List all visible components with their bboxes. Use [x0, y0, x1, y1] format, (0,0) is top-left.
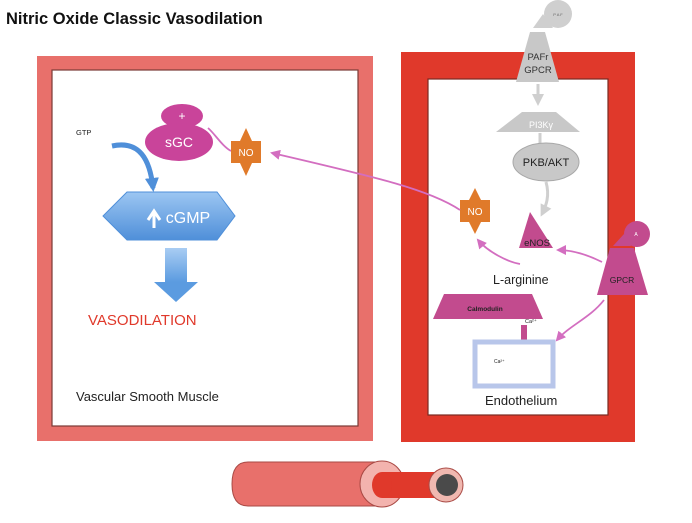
no-label-endothelium: NO [468, 207, 483, 218]
l-arginine-to-no-arrow [476, 238, 521, 265]
sgc-plus-label: + [178, 109, 185, 123]
calmodulin-label: Calmodulin [467, 306, 502, 313]
diagram-title: Nitric Oxide Classic Vasodilation [6, 10, 263, 28]
pkb-to-enos-arrow [540, 181, 552, 217]
no-molecule-endothelium: NO [460, 188, 490, 234]
cgmp-node: cGMP [102, 191, 236, 241]
l-arginine-label: L-arginine [493, 273, 549, 287]
pafr-gpcr-label: GPCR [524, 65, 552, 76]
calcium-store-label: Ca²⁺ [494, 359, 505, 365]
cgmp-to-vasodilation-arrow [154, 248, 198, 302]
calmodulin-node: Calmodulin [433, 294, 543, 319]
enos-label: eNOS [524, 238, 550, 249]
pkb-akt-node: PKB/AKT [512, 142, 580, 182]
pi3k-label: PI3Kγ [529, 120, 554, 130]
gtp-to-cgmp-arrow [111, 142, 159, 192]
vasodilation-label: VASODILATION [88, 312, 197, 329]
gpcr-label: GPCR [610, 275, 635, 285]
blood-vessel-icon [231, 460, 464, 508]
pi3k-node: PI3Kγ [496, 112, 580, 132]
gpcr-to-enos-arrow [556, 245, 603, 263]
sgc-enzyme: + sGC [145, 104, 213, 161]
endothelium-label: Endothelium [485, 393, 557, 408]
pkb-akt-label: PKB/AKT [523, 157, 570, 169]
cgmp-label: cGMP [166, 210, 210, 227]
no-molecule-smooth-muscle: NO [231, 128, 261, 176]
calcium-channel-label: Ca²⁺ [525, 318, 537, 325]
gpcr-to-calcium-arrow [555, 299, 605, 342]
gpcr-receptor: GPCR [597, 248, 648, 295]
paf-ligand-label: P A F [553, 12, 563, 17]
sgc-label: sGC [165, 134, 193, 150]
gpcr-ligand: A [613, 221, 650, 247]
calcium-store: Ca²⁺ [472, 339, 556, 389]
enos-node: eNOS [519, 212, 553, 249]
no-label-smooth-muscle: NO [239, 148, 254, 159]
pafr-label: PAFr [528, 52, 549, 63]
pafr-gpcr-receptor: PAFr GPCR [516, 32, 559, 82]
paf-ligand: P A F [533, 0, 572, 28]
smooth-muscle-label: Vascular Smooth Muscle [76, 389, 219, 404]
gpcr-ligand-label: A [634, 232, 638, 238]
gtp-label: GTP [76, 128, 91, 137]
sgc-no-connector [207, 127, 232, 152]
no-diffusion-arrow [270, 149, 461, 211]
smooth-muscle-cell [37, 56, 373, 441]
